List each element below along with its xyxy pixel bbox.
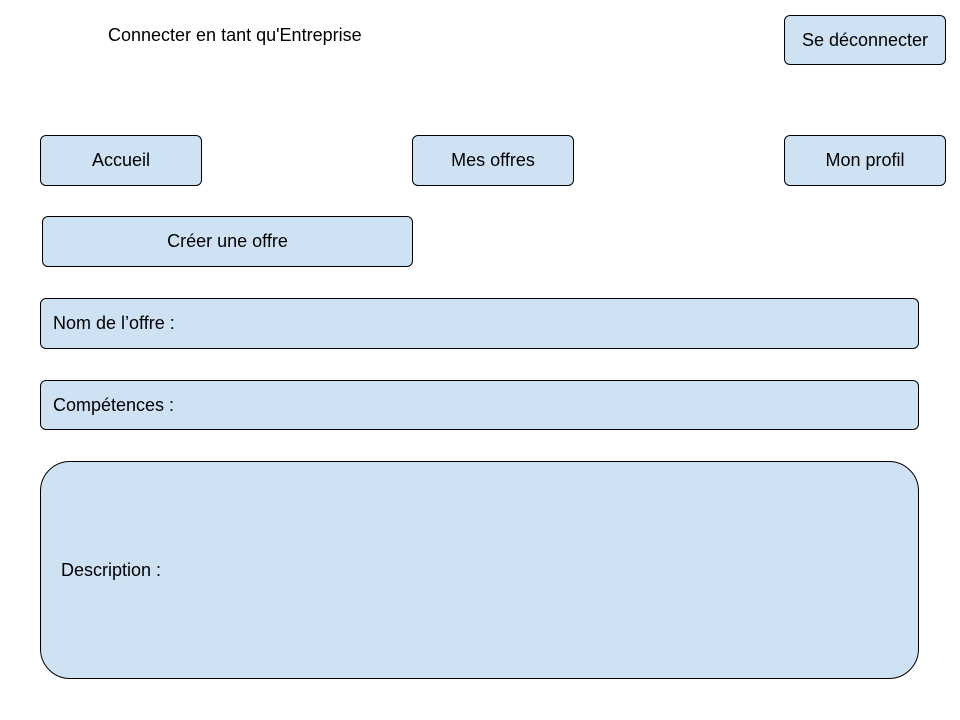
skills-label: Compétences : [53, 394, 175, 415]
nav-my-offers-button[interactable]: Mes offres [412, 135, 574, 186]
offer-name-label: Nom de l’offre : [53, 313, 175, 333]
description-field[interactable]: Description : [40, 461, 919, 679]
nav-my-profile-button[interactable]: Mon profil [784, 135, 946, 186]
nav-home-button[interactable]: Accueil [40, 135, 202, 186]
skills-field[interactable]: Compétences : [40, 380, 919, 430]
login-status-text: Connecter en tant qu'Entreprise [108, 25, 362, 45]
description-label: Description : [61, 559, 162, 580]
logout-button[interactable]: Se déconnecter [784, 15, 946, 65]
offer-name-field[interactable]: Nom de l’offre : [40, 298, 919, 349]
create-offer-button[interactable]: Créer une offre [42, 216, 413, 267]
